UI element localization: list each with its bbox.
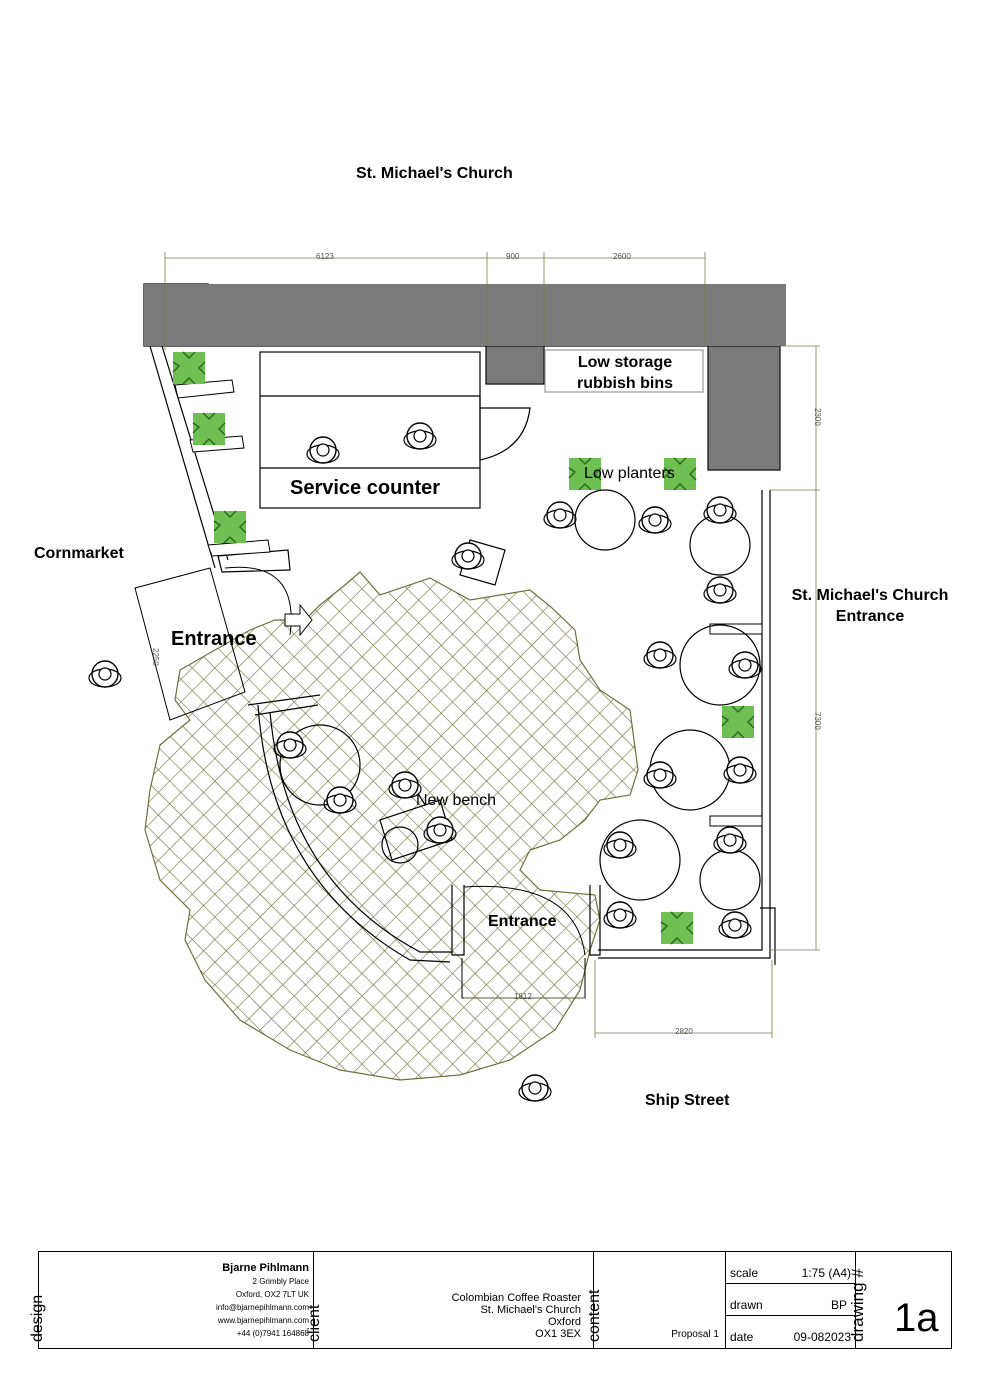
planter-icon [192,412,226,446]
title-client-3: Oxford [547,1316,581,1328]
title-content-label: content [586,1289,603,1342]
title-client-cell: client Colombian Coffee Roaster St. Mich… [306,1252,594,1348]
person-icon [703,576,737,604]
title-drawing-value: 1a [894,1296,939,1340]
person-icon [518,1074,552,1102]
title-website: www.bjarnepihlmann.com [217,1316,309,1325]
title-block: design Bjarne Pihlmann 2 Grimbly Place O… [29,1251,952,1349]
person-icon [643,761,677,789]
title-meta-cell: scale 1:75 (A4) drawn BP date 09-082023 [726,1252,856,1348]
title-address-1: 2 Grimbly Place [252,1277,309,1286]
dim-right-1: 2300 [813,408,822,426]
person-icon [451,542,485,570]
building-walls [143,283,786,471]
planter-icon [172,351,206,385]
label-church-entrance-line2: Entrance [835,608,905,625]
dim-top-1: 6123 [316,252,334,261]
dim-right-2: 7300 [813,712,822,730]
title-client-4: OX1 3EX [535,1328,581,1340]
dim-top-3: 2600 [613,252,631,261]
title-client-label: client [306,1304,323,1342]
facade-lines [149,345,776,965]
title-design-cell: design Bjarne Pihlmann 2 Grimbly Place O… [29,1252,314,1348]
planter-icon [213,510,247,544]
floor-plan [88,252,820,1102]
person-icon [703,496,737,524]
label-church-top: St. Michael's Church [356,165,513,182]
title-design-label: design [29,1294,46,1342]
title-content-value: Proposal 1 [671,1329,719,1340]
label-church-entrance-line1: St. Michael's Church [791,587,949,604]
label-service-counter: Service counter [290,477,441,499]
title-scale-value: 1:75 (A4) [801,1266,851,1280]
label-ship-street: Ship Street [645,1092,730,1109]
person-icon [728,651,762,679]
title-email: info@bjarnepihlmann.com [215,1303,309,1312]
title-content-cell: content Proposal 1 [586,1252,726,1348]
dimension-lines [164,252,820,1038]
title-designer-block: Bjarne Pihlmann 2 Grimbly Place Oxford, … [216,1262,309,1340]
person-icon [713,826,747,854]
title-date-label: date [730,1330,754,1344]
label-low-storage-line2: rubbish bins [577,375,673,392]
label-cornmarket: Cornmarket [34,545,124,562]
title-drawn-value: BP [830,1298,847,1312]
person-icon [543,501,577,529]
east-shelves [709,623,763,827]
title-address-2: Oxford, OX2 7LT UK [235,1290,309,1299]
title-phone: +44 (0)7941 164868 [236,1329,309,1338]
title-scale-row: scale 1:75 (A4) [726,1252,855,1284]
title-date-row: date 09-082023 [726,1316,855,1348]
person-icon [718,911,752,939]
planter-icon [660,911,694,945]
service-counter [259,351,531,509]
dim-bottom: 2820 [675,1027,693,1036]
title-date-value: 09-082023 [793,1330,851,1344]
person-icon [603,901,637,929]
low-storage-box [544,349,704,393]
title-client-1: Colombian Coffee Roaster [451,1292,581,1304]
person-icon [643,641,677,669]
title-drawn-row: drawn BP [726,1284,855,1316]
label-new-bench: New bench [416,792,497,809]
person-icon [638,506,672,534]
title-client-block: Colombian Coffee Roaster St. Michael's C… [452,1292,581,1340]
title-client-2: St. Michael's Church [480,1304,581,1316]
label-low-planters: Low planters [584,465,675,482]
dim-top-2: 900 [506,252,520,261]
label-entrance-south: Entrance [488,913,557,930]
label-church-entrance: St. Michael's Church Entrance [784,585,956,627]
title-drawing-label: drawing # [848,1268,867,1342]
label-entrance-west: Entrance [171,628,257,650]
label-low-storage: Low storage rubbish bins [548,352,702,394]
title-scale-label: scale [730,1266,759,1280]
dim-entrance-south: 1812 [514,992,532,1001]
planter-icon [721,705,755,739]
person-icon [88,660,122,688]
title-designer-name: Bjarne Pihlmann [222,1262,309,1274]
title-drawing-cell: drawing # 1a [848,1252,951,1348]
title-drawn-label: drawn [730,1298,763,1312]
label-low-storage-line1: Low storage [577,354,673,371]
dim-entrance-west: 2250 [151,648,160,666]
outdoor-seating-area [144,571,639,1081]
